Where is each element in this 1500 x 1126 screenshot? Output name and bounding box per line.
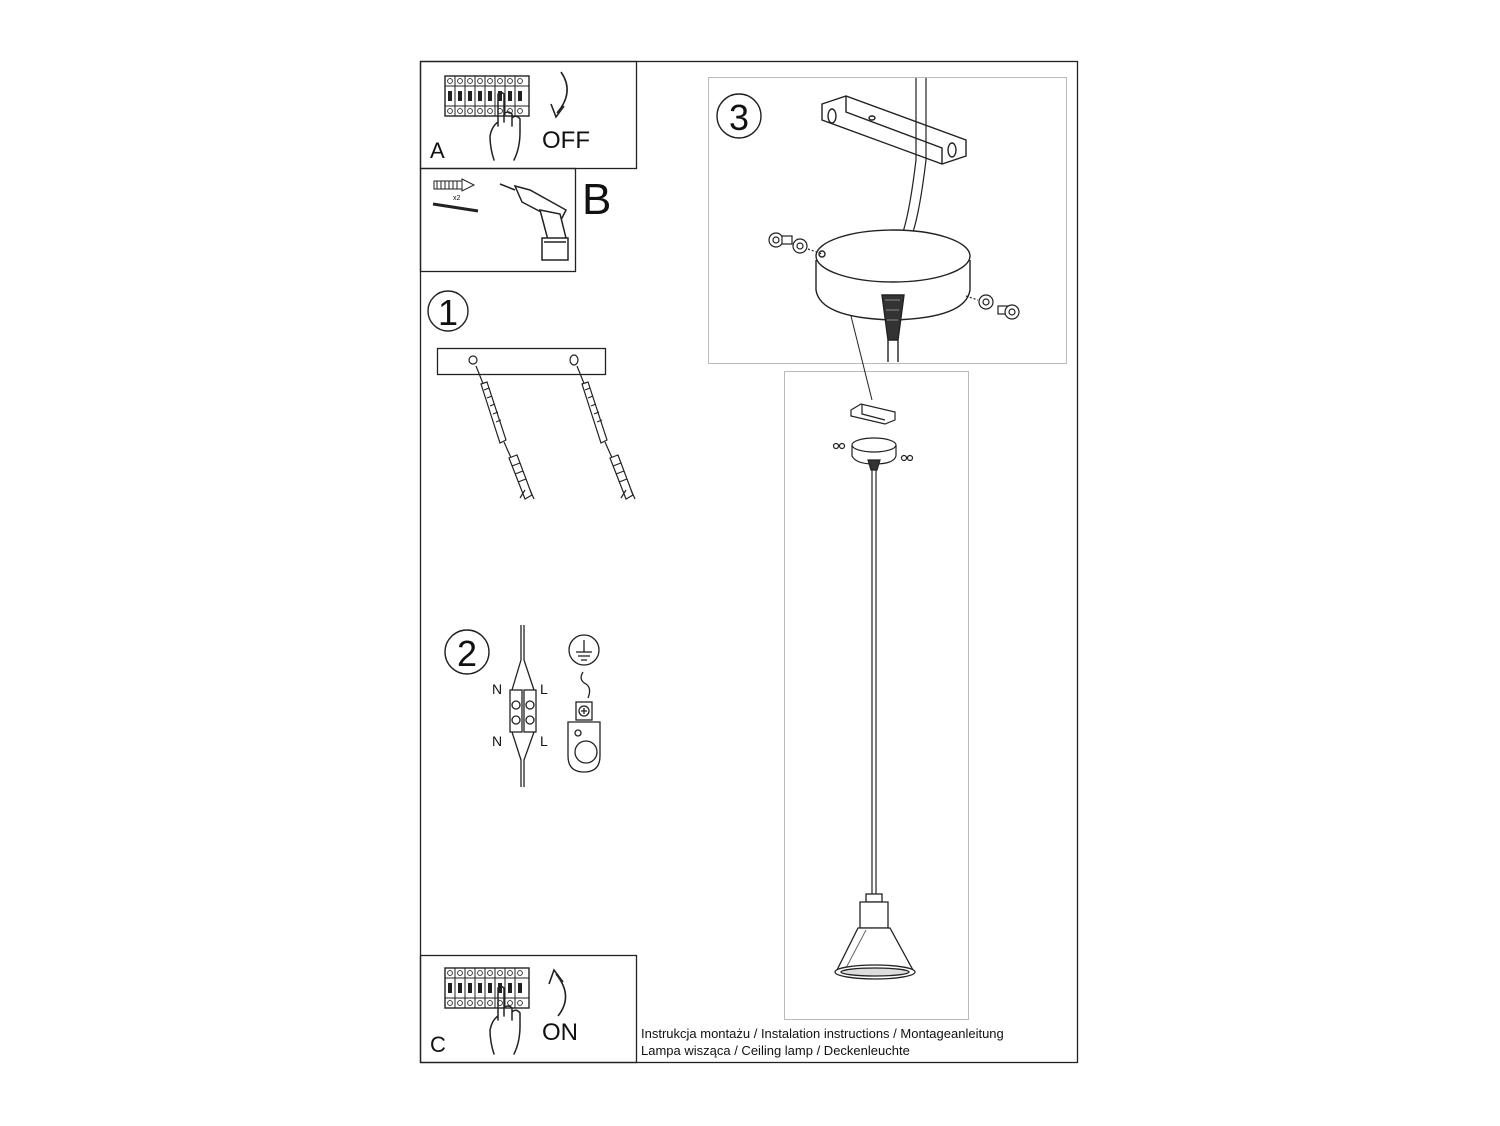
ceiling-canopy	[815, 229, 971, 362]
terminal-label-n-top: N	[492, 681, 502, 697]
canopy-screw-icon	[768, 232, 823, 255]
power-cable	[902, 78, 927, 233]
sheet-frame	[419, 60, 1079, 1064]
step-2-number: 2	[457, 633, 477, 674]
terminal-label-l-top: L	[540, 681, 548, 697]
step-3: 3	[708, 77, 1067, 364]
switch-on-label: ON	[542, 1019, 578, 1046]
panel-c-letter: C	[430, 1032, 446, 1057]
earth-ground-icon	[568, 634, 600, 666]
terminal-label-n-bottom: N	[492, 733, 502, 749]
circuit-breaker-icon	[444, 967, 530, 1009]
panel-b-letter: B	[582, 175, 611, 224]
footer-title-line-2: Lampa wisząca / Ceiling lamp / Deckenleu…	[641, 1043, 910, 1058]
step-2: 2 N L N L	[444, 625, 601, 787]
panel-a-letter: A	[430, 138, 445, 163]
pendant-lamp-overview	[784, 315, 969, 1020]
ceiling-bracket	[821, 95, 967, 165]
switch-down-arrow-icon	[556, 71, 568, 114]
wall-plug-screw-icon	[432, 178, 479, 213]
panel-c: C ON	[419, 954, 638, 1064]
mounting-bracket	[436, 347, 607, 376]
switch-off-label: OFF	[542, 127, 590, 154]
terminal-label-l-bottom: L	[540, 733, 548, 749]
canopy-screw-icon	[965, 294, 1020, 320]
step-1-number: 1	[438, 292, 458, 333]
lamp-shade	[834, 893, 916, 980]
circuit-breaker-icon	[444, 75, 530, 117]
ground-terminal-icon	[567, 671, 601, 773]
screw-and-dowel-icon	[576, 365, 636, 500]
screw-and-dowel-icon	[475, 365, 535, 500]
footer-title-line-1: Instrukcja montażu / Instalation instruc…	[641, 1026, 1004, 1041]
terminal-block-icon	[509, 625, 537, 787]
drill-icon	[499, 183, 569, 261]
panel-b: x2 B	[419, 167, 611, 273]
quantity-label: x2	[453, 195, 461, 202]
switch-up-arrow-icon	[555, 973, 567, 1017]
step-3-number: 3	[729, 97, 749, 138]
panel-a: A OFF	[419, 60, 638, 170]
step-1: 1	[427, 290, 636, 500]
